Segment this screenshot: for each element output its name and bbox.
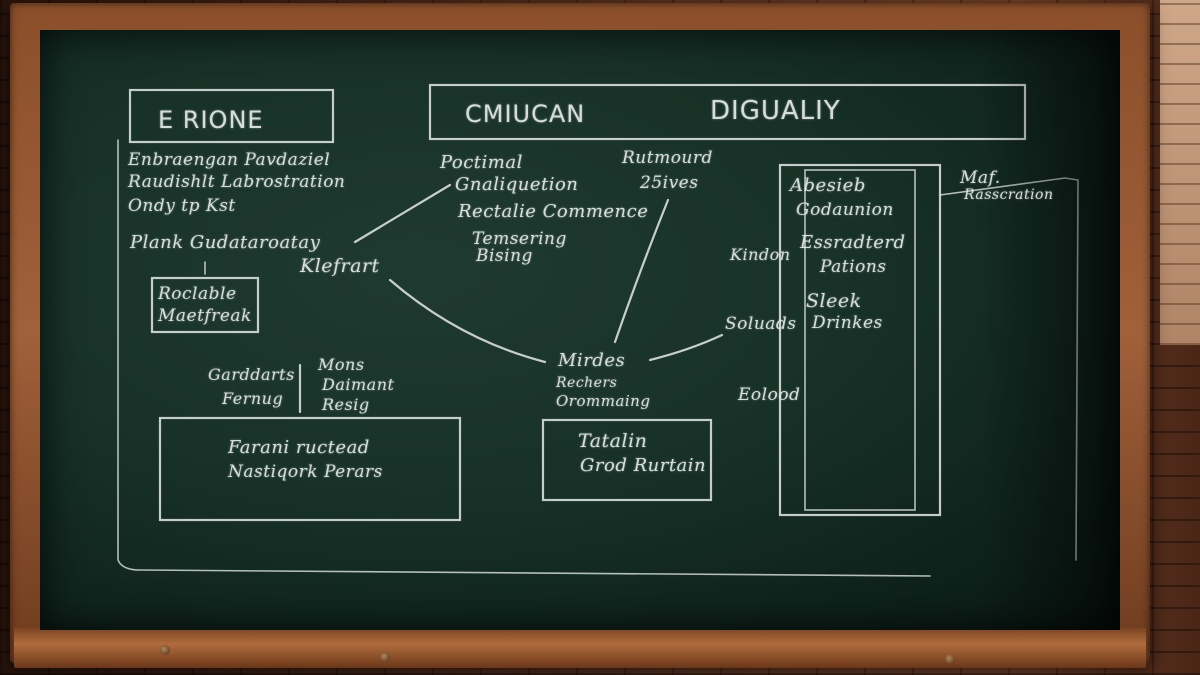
left-note-2: Raudishlt Labrostration — [128, 172, 346, 192]
board-shadow — [980, 30, 1120, 630]
top-right-note-1: Rutmourd — [622, 148, 713, 168]
center-note-1: Poctimal — [440, 152, 523, 173]
title-left: E RIONE — [158, 106, 264, 134]
sleek-text: Sleek — [806, 290, 862, 312]
chalk-ledge — [14, 628, 1146, 668]
hub-text-2: Rechers — [556, 375, 618, 391]
curve-klefrart-top — [353, 183, 452, 244]
left-note-1: Enbraengan Pavdaziel — [128, 150, 331, 170]
godaunion-text: Godaunion — [796, 200, 894, 220]
box-text-1: Roclable — [158, 284, 237, 304]
nastiqork-text: Nastiqork Perars — [228, 462, 383, 482]
title-box-left — [128, 88, 335, 144]
center-note-4: Temsering — [472, 229, 567, 249]
tatalin-text: Tatalin — [578, 430, 648, 452]
center-note-2: Gnaliquetion — [455, 174, 579, 195]
nail-icon — [380, 652, 390, 662]
left-note-4: Plank Gudataroatay — [130, 232, 321, 253]
drinkes-text: Drinkes — [812, 313, 883, 333]
hub-text-1: Mirdes — [558, 350, 626, 371]
essradterd-text: Essradterd — [800, 232, 906, 253]
lit-brick-edge — [1160, 0, 1200, 345]
rasscration-text: Rasscration — [964, 187, 1054, 203]
fernug-text: Fernug — [222, 389, 284, 408]
box-tatalin — [541, 418, 713, 502]
eolood-text: Eolood — [738, 385, 801, 405]
outer-loop-line — [117, 139, 931, 577]
title-center-left: CMIUCAN — [465, 100, 586, 128]
grod-rurtain-text: Grod Rurtain — [580, 455, 707, 476]
daimant-text: Daimant — [322, 375, 395, 394]
curve-top-hub — [613, 198, 670, 344]
nail-icon — [160, 645, 170, 655]
maf-text: Maf. — [960, 168, 1001, 188]
title-center-right: DIGUALIY — [710, 96, 841, 126]
mons-text: Mons — [318, 355, 365, 374]
center-note-3: Rectalie Commence — [458, 201, 649, 222]
box-column-inner — [804, 169, 916, 511]
left-note-3: Ondy tp Kst — [128, 196, 236, 216]
nail-icon — [945, 654, 955, 664]
farani-text: Farani ructead — [228, 437, 370, 458]
abesieb-text: Abesieb — [790, 175, 866, 196]
node-klefrart: Klefrart — [300, 255, 380, 277]
kindon-text: Kindon — [730, 245, 791, 264]
hub-text-3: Orommaing — [556, 392, 651, 410]
resig-text: Resig — [322, 395, 370, 414]
garddarts-text: Garddarts — [208, 365, 295, 384]
box-farani — [158, 416, 462, 522]
soluads-text: Soluads — [725, 314, 797, 334]
center-note-5: Bising — [476, 246, 533, 266]
pations-text: Pations — [820, 257, 887, 277]
box-text-2: Maetfreak — [158, 306, 252, 326]
box-roclable — [150, 276, 260, 334]
box-column-right — [778, 163, 942, 517]
top-right-note-2: 25ives — [640, 173, 699, 193]
curve-hub-right — [648, 333, 724, 362]
curve-klefrart-hub — [388, 278, 547, 364]
